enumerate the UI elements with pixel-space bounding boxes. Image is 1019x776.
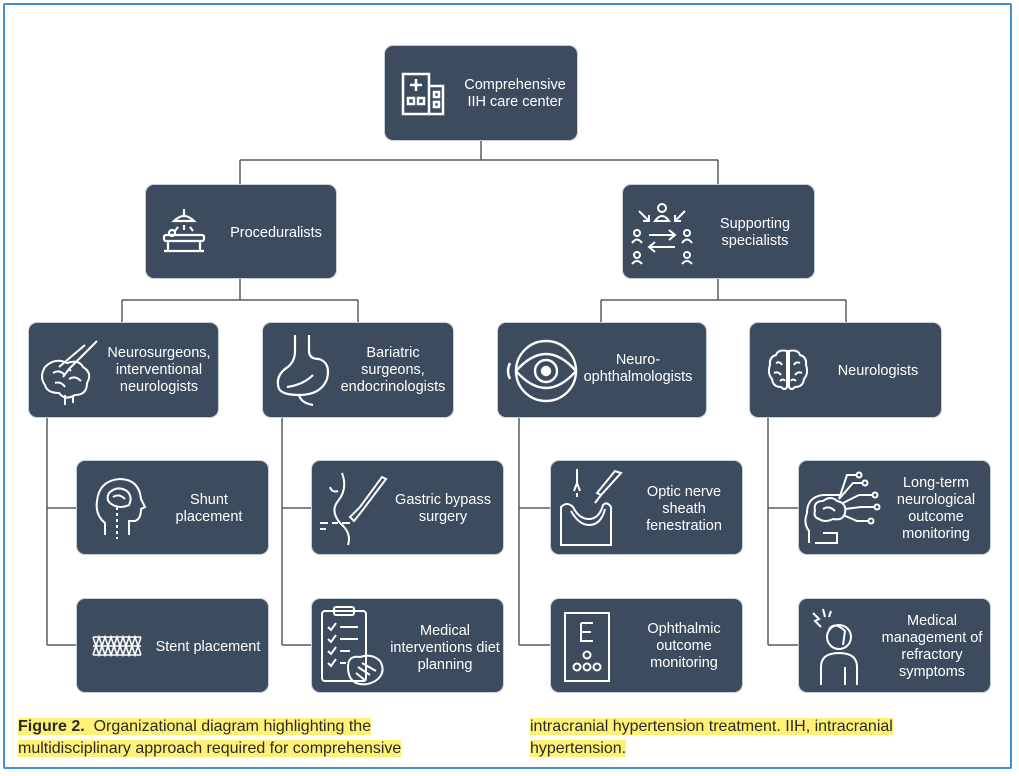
node-gastric: Gastric bypass surgery <box>311 460 504 555</box>
node-center-label: Comprehensive IIH care center <box>464 77 566 110</box>
node-long-term: Long-term neurological outcome monitorin… <box>798 460 991 555</box>
optic-nerve-procedure-icon <box>560 469 623 546</box>
node-bariatric: Bariatric surgeons, endocrinologists <box>262 322 454 418</box>
node-neurologists: Neurologists <box>749 322 942 418</box>
caption-text-right: intracranial hypertension treatment. IIH… <box>530 718 893 757</box>
hospital-icon <box>401 72 445 116</box>
collaboration-icon <box>631 203 693 265</box>
headache-icon <box>812 608 858 685</box>
brain-icon <box>767 349 809 390</box>
eye-chart-icon <box>564 612 610 682</box>
stent-icon <box>92 634 142 658</box>
node-refractory: Medical management of refractory symptom… <box>798 598 991 693</box>
node-proceduralists: Proceduralists <box>145 184 337 279</box>
node-shunt: Shunt placement <box>76 460 269 555</box>
node-stent-label: Stent placement <box>155 638 261 655</box>
node-neuro-ophth-label: Neuro-ophthalmologists <box>583 352 693 385</box>
brain-surgery-icon <box>41 340 98 405</box>
node-ophthalmic-monitoring: Ophthalmic outcome monitoring <box>550 598 743 693</box>
node-gastric-label: Gastric bypass surgery <box>395 492 491 525</box>
node-neurologists-label: Neurologists <box>837 362 919 379</box>
eye-icon <box>506 339 578 403</box>
node-neuro-ophth: Neuro-ophthalmologists <box>497 322 707 418</box>
node-onsf: Optic nerve sheath fenestration <box>550 460 743 555</box>
node-supporting-label: Supporting specialists <box>719 216 791 249</box>
node-neurosurgeons: Neurosurgeons, interventional neurologis… <box>28 322 219 418</box>
caption-text-left: Organizational diagram highlighting the … <box>18 718 402 757</box>
node-supporting: Supporting specialists <box>622 184 815 279</box>
brain-monitoring-icon <box>804 471 881 544</box>
head-shunt-icon <box>95 477 147 539</box>
operating-table-icon <box>162 209 206 253</box>
node-bariatric-label: Bariatric surgeons, endocrinologists <box>340 344 446 395</box>
node-shunt-label: Shunt placement <box>175 492 243 525</box>
node-medical-interventions-label: Medical interventions diet planning <box>390 622 500 673</box>
node-proceduralists-label: Proceduralists <box>230 224 322 241</box>
node-center: Comprehensive IIH care center <box>384 45 578 141</box>
node-long-term-label: Long-term neurological outcome monitorin… <box>896 475 976 542</box>
caption-right: intracranial hypertension treatment. IIH… <box>530 716 990 760</box>
node-neurosurgeons-label: Neurosurgeons, interventional neurologis… <box>107 344 211 395</box>
stomach-icon <box>276 335 330 407</box>
node-medical-interventions: Medical interventions diet planning <box>311 598 504 693</box>
checklist-food-icon <box>321 606 384 686</box>
caption-left: Figure 2. Organizational diagram highlig… <box>18 716 488 760</box>
node-ophthalmic-monitoring-label: Ophthalmic outcome monitoring <box>647 620 721 671</box>
node-refractory-label: Medical management of refractory symptom… <box>881 613 983 680</box>
node-stent: Stent placement <box>76 598 269 693</box>
figure-frame <box>3 3 1012 769</box>
caption-figure-label: Figure 2. <box>18 718 85 735</box>
node-onsf-label: Optic nerve sheath fenestration <box>646 483 722 534</box>
scalpel-stomach-icon <box>320 472 388 546</box>
